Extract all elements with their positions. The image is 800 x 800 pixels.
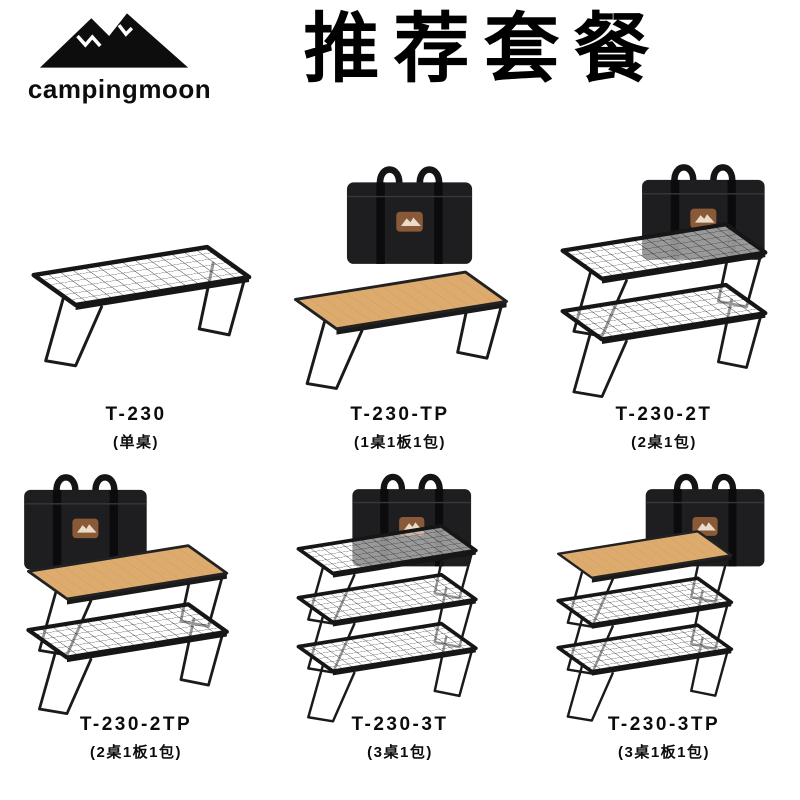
product-desc: (3桌1包)	[367, 744, 433, 761]
product-code: T-230-2T	[615, 404, 713, 425]
product-code: T-230-TP	[350, 404, 450, 425]
mesh-table-icon	[28, 604, 226, 713]
product-code: T-230-2TP	[79, 714, 193, 735]
product-code: T-230-3TP	[607, 714, 721, 735]
product-card-t-230-3t: T-230-3T (3桌1包)	[270, 462, 530, 762]
mesh-table-icon	[563, 285, 766, 397]
product-image-t-230-2tp	[6, 462, 266, 712]
product-desc: (2桌1板1包)	[89, 744, 183, 761]
product-card-t-230-tp: T-230-TP (1桌1板1包)	[270, 152, 530, 452]
product-image-t-230-2t	[534, 152, 794, 402]
product-image-t-230-3tp	[556, 462, 794, 723]
product-image-t-230-3t	[296, 462, 478, 724]
product-image-t-230	[6, 152, 266, 402]
product-card-t-230-3tp: T-230-3TP (3桌1板1包)	[534, 462, 794, 762]
product-grid: T-230 (单桌) T-230-TP (1桌1板1包) T-230-2T (2…	[0, 148, 800, 762]
product-image-t-230-tp	[293, 152, 509, 390]
carry-bag-icon	[347, 170, 472, 264]
mesh-table-icon	[34, 247, 249, 366]
product-desc: (3桌1板1包)	[617, 744, 711, 761]
brand-name: campingmoon	[27, 74, 212, 104]
page-title: 推荐套餐	[303, 7, 664, 92]
wood-table-icon	[293, 270, 509, 390]
product-desc: (2桌1包)	[631, 434, 697, 451]
product-desc: (单桌)	[113, 434, 159, 451]
product-card-t-230: T-230 (单桌)	[6, 152, 266, 452]
header: campingmoon 推荐套餐	[0, 0, 800, 148]
product-card-t-230-2tp: T-230-2TP (2桌1板1包)	[6, 462, 266, 762]
product-desc: (1桌1板1包)	[353, 434, 447, 451]
product-card-t-230-2t: T-230-2T (2桌1包)	[534, 152, 794, 452]
mesh-table-icon	[296, 621, 478, 724]
brand-logo: campingmoon	[22, 8, 217, 105]
product-code: T-230	[105, 404, 167, 425]
product-code: T-230-3T	[351, 714, 449, 735]
mountain-icon	[39, 13, 188, 68]
